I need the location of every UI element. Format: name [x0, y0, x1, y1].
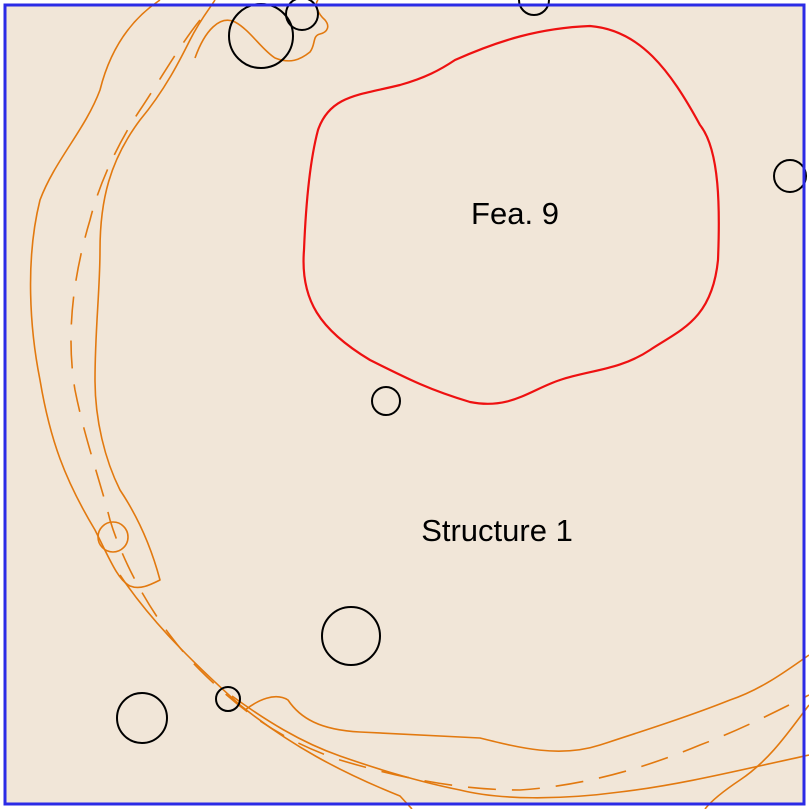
unit-border [3, 3, 806, 806]
wall-trench [29, 0, 809, 809]
posthole [321, 606, 381, 666]
trench-posthole [97, 521, 129, 553]
wall-trench-outer-edge [29, 0, 216, 589]
feature-9-outline [302, 24, 720, 405]
wall-trench-bottom-outer-edge [119, 574, 413, 809]
wall-trench-bottom-lower-edge [231, 695, 809, 799]
posthole [116, 692, 168, 744]
excavation-unit-background [5, 5, 804, 804]
structure-1-label: Structure 1 [421, 513, 573, 548]
wall-trench-centerline [70, 19, 809, 791]
wall-trench-inner-edge [194, 0, 329, 62]
feature-9-label: Fea. 9 [471, 196, 559, 231]
posthole [285, 0, 319, 31]
wall-trench-bottom-inner-edge [244, 654, 809, 752]
posthole [215, 686, 241, 712]
postholes [116, 0, 807, 744]
posthole [518, 0, 550, 16]
posthole [773, 159, 807, 193]
posthole [371, 386, 401, 416]
wall-trench-right-edge [704, 704, 809, 809]
